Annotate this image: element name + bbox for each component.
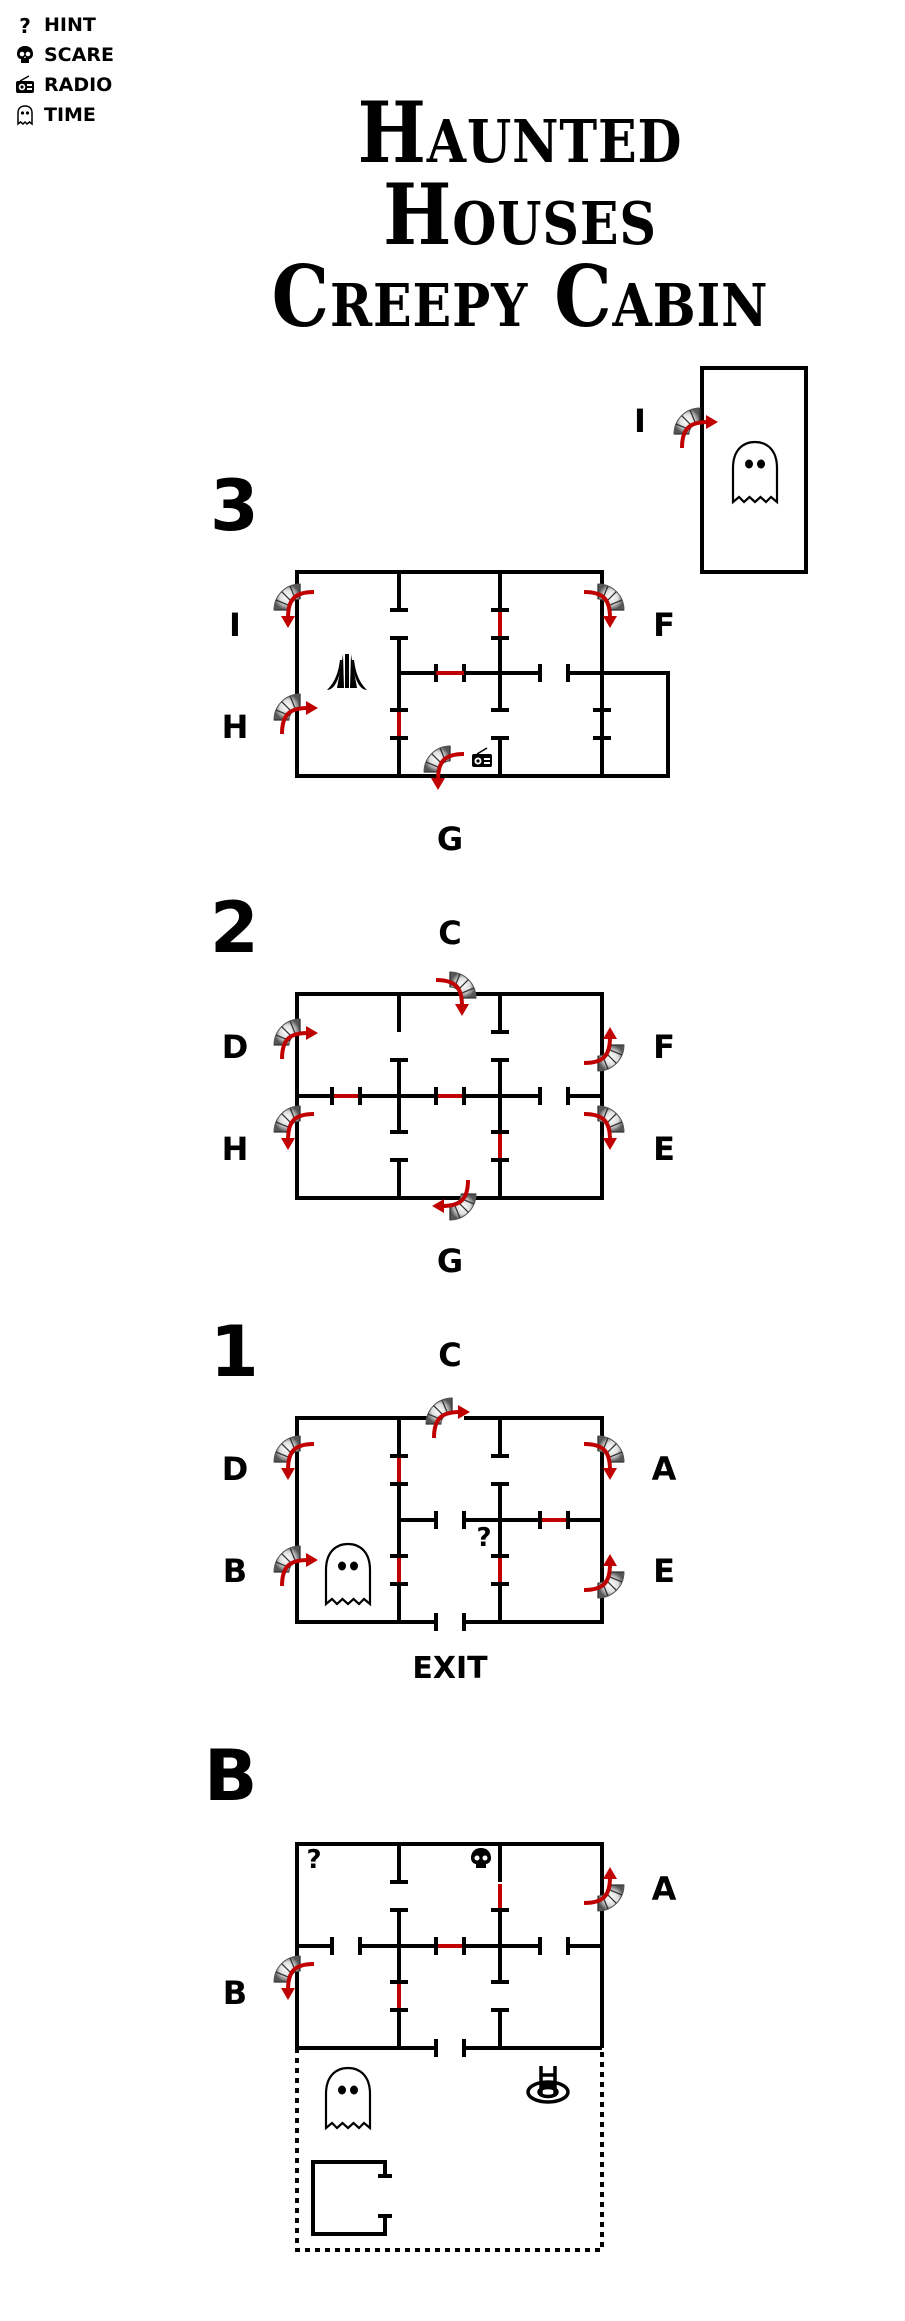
floor-b: B ? [204,1735,677,2252]
scare-icon [471,1848,491,1868]
stairs-icon[interactable] [672,406,720,450]
radio-icon [16,75,34,93]
door-label-left-top: D [222,1450,249,1488]
floor-label: 3 [210,465,259,547]
door-label-bottom: G [437,1242,463,1280]
door-label-left-bottom: H [222,1130,249,1168]
hint-icon: ? [19,14,31,36]
ghost-icon [324,2066,372,2130]
stairs-icon[interactable] [424,1396,472,1440]
door-label-top: C [438,1336,461,1374]
scare-icon [17,46,33,63]
door-label-bottom: G [437,820,463,858]
door-label: I [634,402,646,440]
legend-row-scare: SCARE [14,40,114,70]
door-label-right-bottom: E [653,1552,675,1590]
stairs-icon[interactable] [272,582,316,630]
floor-label: B [204,1735,257,1817]
stairs-icon[interactable] [272,1434,316,1482]
floor-3: 3 I F [210,465,675,858]
legend-label-scare: SCARE [44,44,114,66]
legend: ? HINT SCARE RADIO TIME [14,10,114,130]
hint-icon: ? [306,1845,321,1875]
floor-2: 2 C D F H E G [210,887,675,1280]
door-label-left-bottom: B [223,1974,247,2012]
ladder-hatch-icon [526,2066,570,2104]
hint-icon: ? [476,1523,491,1553]
title-line-2: Creepy Cabin [271,247,769,346]
door-label-left-top: D [222,1028,249,1066]
door-label-right-top: F [653,1028,675,1066]
stairs-icon[interactable] [272,1104,316,1152]
exit-label: EXIT [412,1651,488,1686]
legend-row-hint: ? HINT [14,10,114,40]
door-label-right-top: F [653,606,675,644]
time-icon [17,105,33,126]
door-label-left-top: I [229,606,241,644]
door-label-right-bottom: E [653,1130,675,1168]
stairs-icon[interactable] [422,744,466,792]
svg-text:?: ? [19,14,31,36]
page-title: Haunted Houses Creepy Cabin [236,83,804,346]
ghost-icon [324,1542,372,1606]
door-label-left-bottom: H [222,708,249,746]
door-label-left-bottom: B [223,1552,247,1590]
legend-label-hint: HINT [44,14,96,36]
radio-icon [471,747,493,768]
atari-icon [327,654,367,690]
floor-label: 1 [210,1311,259,1393]
floor-1: 1 ? C D A B E EXIT [210,1311,677,1686]
ghost-icon [731,440,779,504]
title-line-1: Haunted Houses [357,83,683,264]
door-label-right-top: A [652,1870,677,1908]
legend-row-radio: RADIO [14,70,114,100]
legend-row-time: TIME [14,100,114,130]
legend-label-radio: RADIO [44,74,113,96]
legend-label-time: TIME [44,104,96,126]
floor-label: 2 [210,887,259,969]
attic: I [634,366,808,574]
crawlspace [295,2048,604,2252]
door-label-top: C [438,914,461,952]
stairs-icon[interactable] [272,1954,316,2002]
door-label-right-top: A [652,1450,677,1488]
